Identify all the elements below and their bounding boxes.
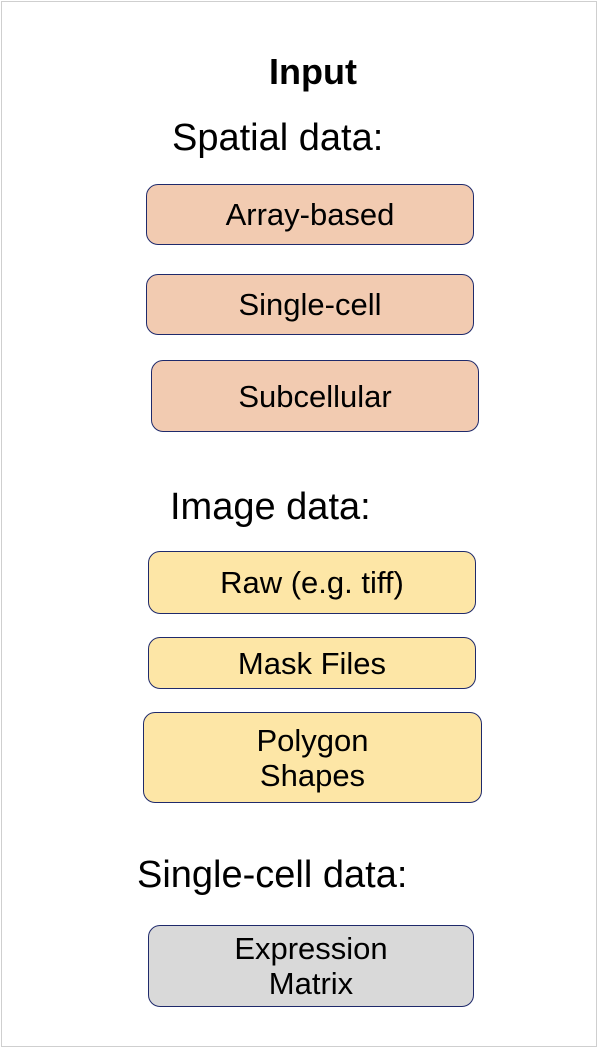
mask-files-box: Mask Files (148, 637, 476, 689)
array-based-box: Array-based (146, 184, 474, 245)
single-cell-data-heading: Single-cell data: (137, 854, 408, 896)
polygon-shapes-box: Polygon Shapes (143, 712, 482, 803)
raw-tiff-box: Raw (e.g. tiff) (148, 551, 476, 614)
diagram-title: Input (269, 51, 357, 92)
subcellular-box: Subcellular (151, 360, 479, 432)
single-cell-box: Single-cell (146, 274, 474, 335)
spatial-data-heading: Spatial data: (172, 117, 384, 159)
expression-matrix-box: Expression Matrix (148, 925, 474, 1007)
image-data-heading: Image data: (170, 486, 371, 528)
